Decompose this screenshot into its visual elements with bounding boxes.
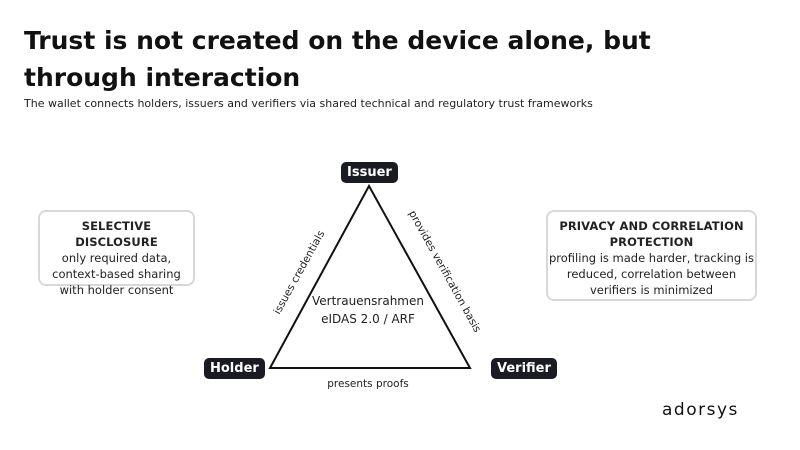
adorsys-logo: adorsys bbox=[662, 400, 739, 420]
trust-triangle bbox=[268, 183, 472, 369]
trust-framework-label: Vertrauensrahmen eIDAS 2.0 / ARF bbox=[300, 292, 436, 328]
holder-node: Holder bbox=[204, 358, 265, 379]
privacy-protection-heading-1: PRIVACY AND CORRELATION bbox=[559, 219, 744, 233]
page-title: Trust is not created on the device alone… bbox=[24, 26, 651, 92]
issuer-node: Issuer bbox=[341, 162, 398, 183]
privacy-protection-line1: profiling is made harder, tracking is bbox=[549, 251, 754, 265]
edge-label-presents: presents proofs bbox=[327, 378, 409, 390]
selective-disclosure-line2: context-based sharing bbox=[52, 267, 181, 281]
selective-disclosure-heading: SELECTIVE DISCLOSURE bbox=[75, 219, 158, 249]
trust-framework-line1: Vertrauensrahmen bbox=[311, 294, 424, 308]
trust-framework-line2: eIDAS 2.0 / ARF bbox=[321, 312, 415, 326]
privacy-protection-heading-2: PROTECTION bbox=[609, 235, 694, 249]
selective-disclosure-line1: only required data, bbox=[61, 251, 172, 265]
selective-disclosure-line3: with holder consent bbox=[59, 283, 174, 297]
privacy-protection-box: PRIVACY AND CORRELATION PROTECTION profi… bbox=[546, 210, 757, 301]
privacy-protection-line2: reduced, correlation between bbox=[566, 267, 737, 281]
selective-disclosure-box: SELECTIVE DISCLOSURE only required data,… bbox=[38, 210, 195, 297]
page-subtitle: The wallet connects holders, issuers and… bbox=[24, 97, 593, 110]
verifier-node: Verifier bbox=[491, 358, 557, 379]
privacy-protection-line3: verifiers is minimized bbox=[589, 283, 714, 297]
